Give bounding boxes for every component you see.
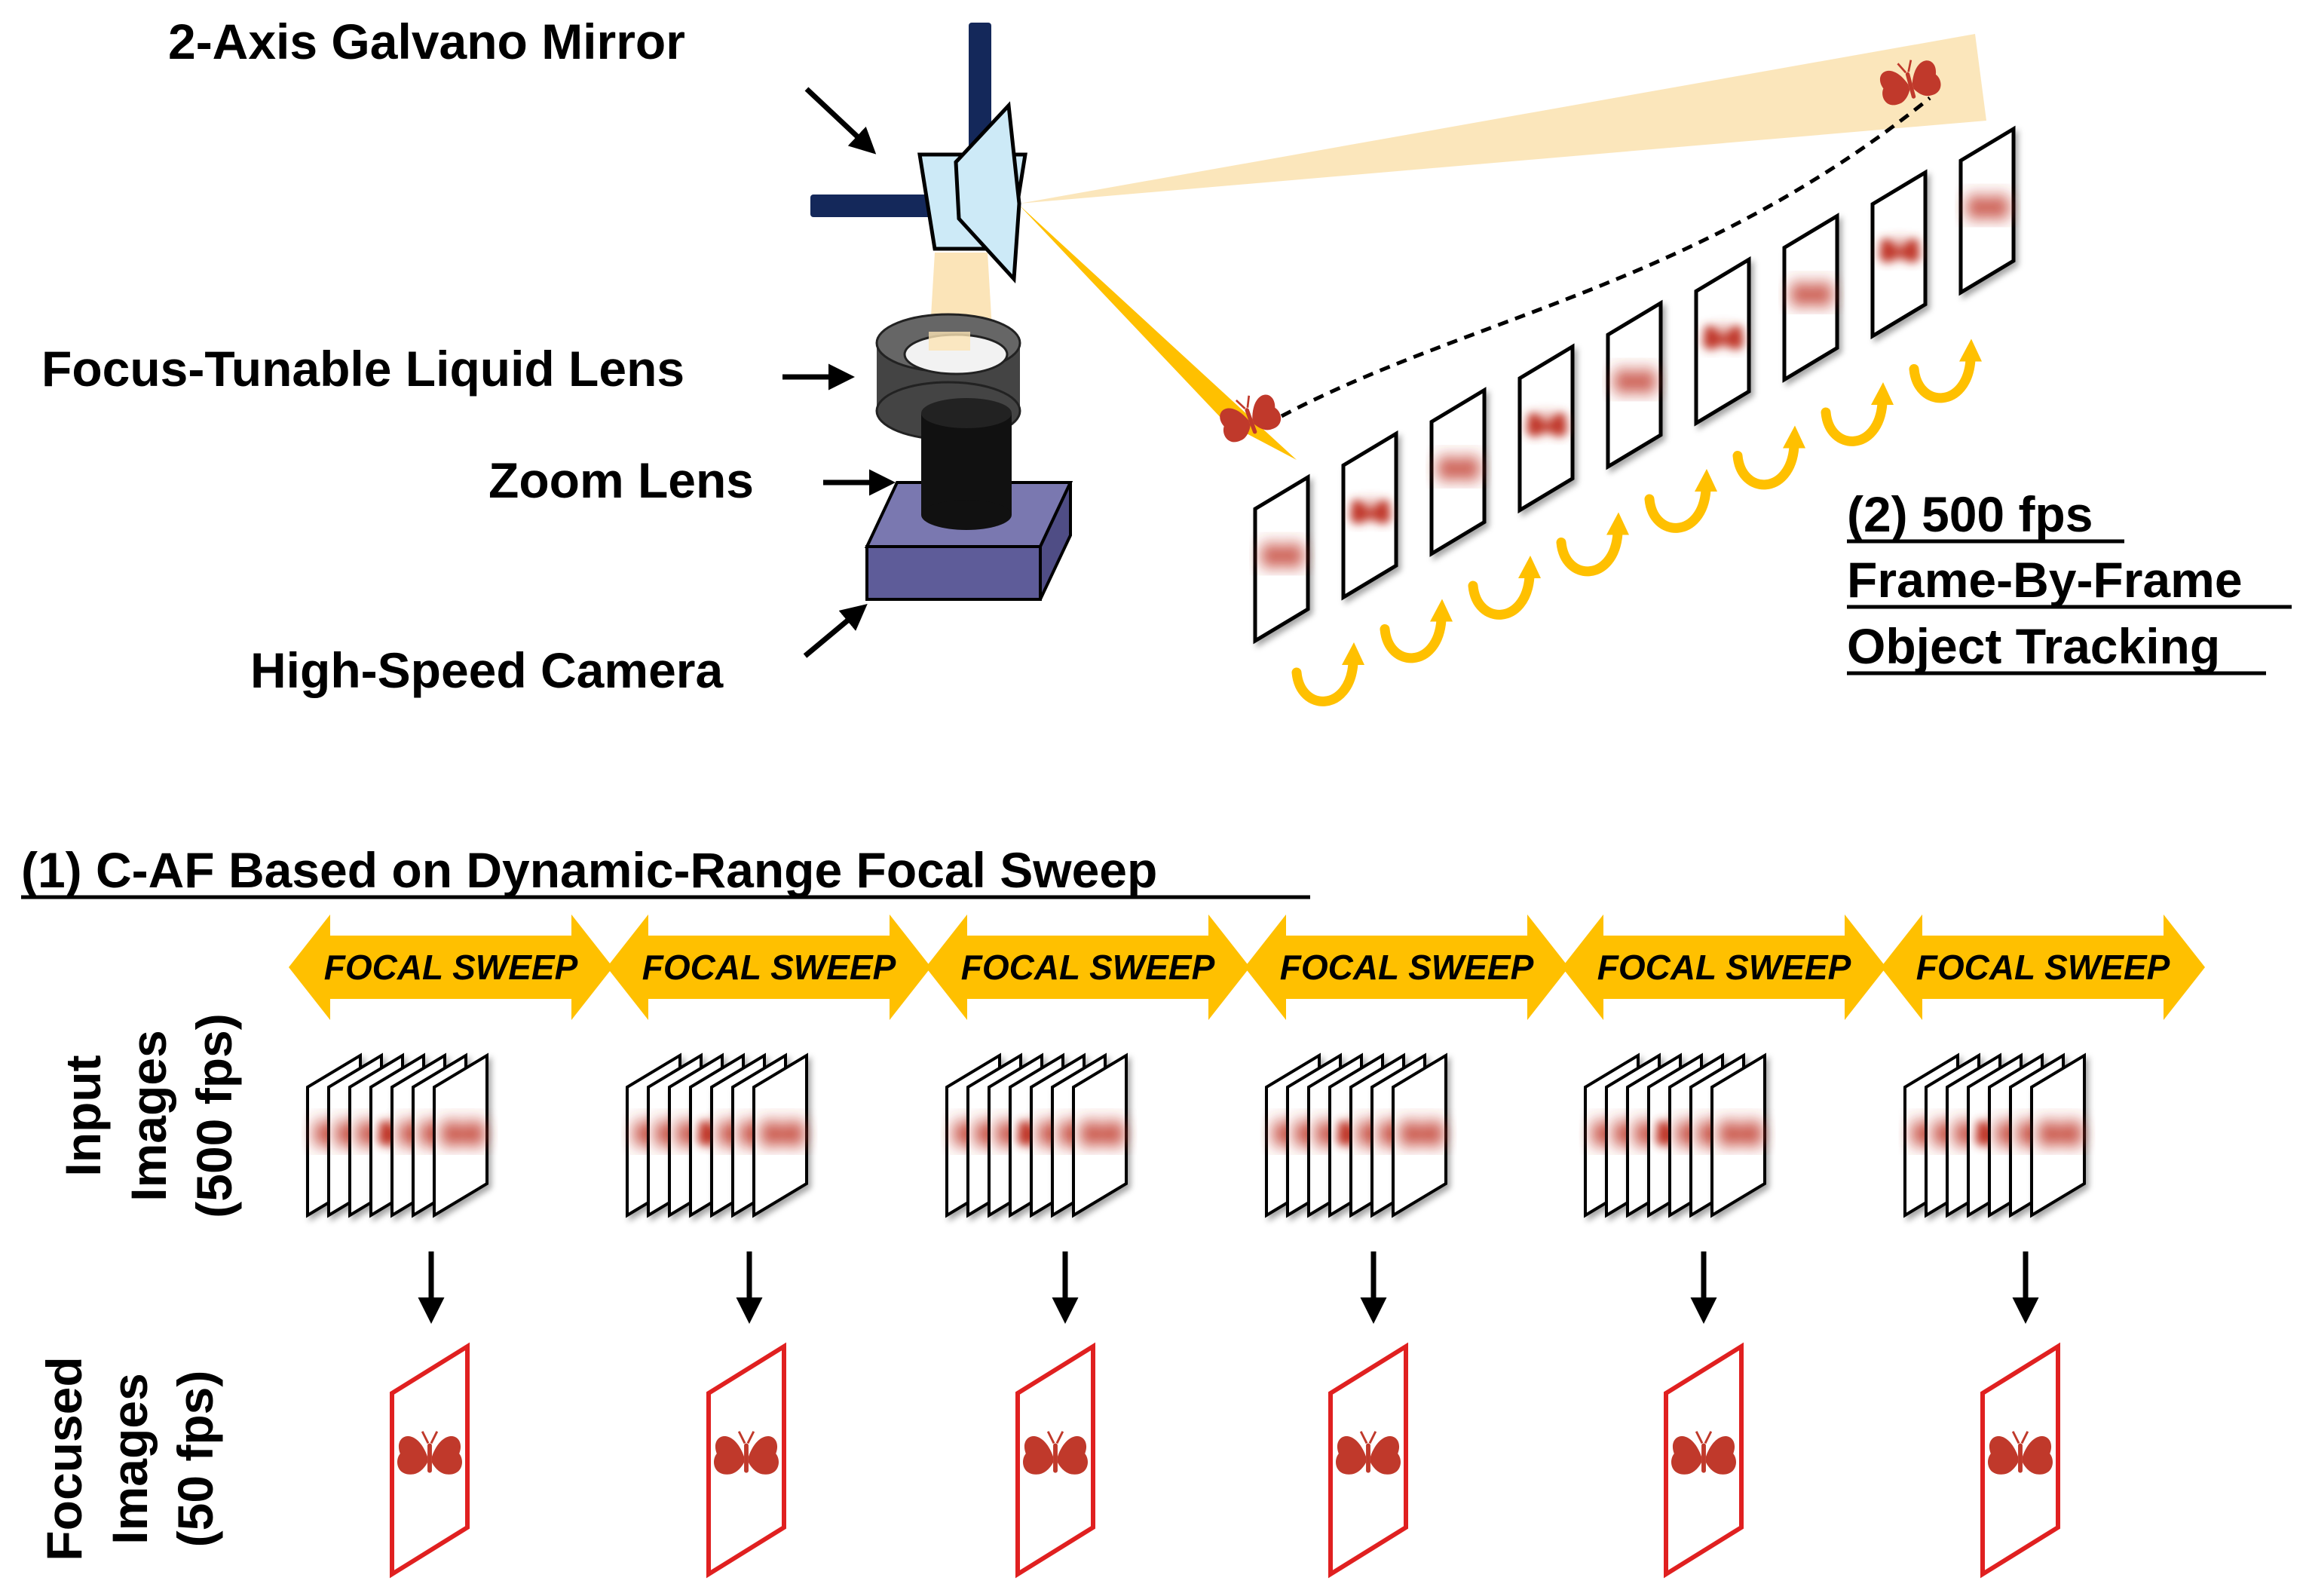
input-image-stack: [945, 1052, 1128, 1218]
tracking-frame: [1341, 430, 1398, 601]
input-label-line2: Images: [121, 1030, 176, 1201]
input-label-line1: Input: [55, 1055, 111, 1176]
focal-sweep-label: FOCAL SWEEP: [1280, 948, 1534, 987]
focal-sweep-arrow: FOCAL SWEEP: [1881, 914, 2205, 1020]
focused-image: [390, 1342, 470, 1579]
tracking-frame: [1517, 343, 1575, 514]
focal-sweep-arrow: FOCAL SWEEP: [289, 914, 613, 1020]
focused-image: [1980, 1342, 2060, 1579]
tracking-frame: [1870, 169, 1928, 340]
tracking-step-arrow: [1909, 338, 1982, 403]
caf-section: (1) C-AF Based on Dynamic-Range Focal Sw…: [21, 842, 2205, 1579]
tracking-frames: [1253, 125, 2016, 645]
focal-sweep-arrow: FOCAL SWEEP: [1245, 914, 1569, 1020]
input-label-line3: (500 fps): [186, 1013, 242, 1218]
input-image-stack: [306, 1052, 488, 1218]
camera-label: High-Speed Camera: [250, 642, 724, 698]
input-image-stacks: [306, 1052, 2086, 1218]
optical-setup: 2-Axis Galvano Mirror Focus-Tunable Liqu…: [41, 14, 1986, 698]
focused-image: [1328, 1342, 1408, 1579]
down-arrows: [418, 1251, 2039, 1324]
beam-to-target: [1019, 34, 1986, 204]
input-frame: [1392, 1052, 1447, 1218]
focused-label-line1: Focused: [36, 1356, 92, 1561]
focused-image: [706, 1342, 786, 1579]
tracking-step-arrow: [1644, 469, 1717, 533]
tracking-step-arrow: [1380, 599, 1453, 663]
tracking-step-arrow: [1732, 425, 1805, 490]
tracking-frame: [1694, 256, 1751, 427]
focused-images-label: Focused Images (50 fps): [36, 1356, 223, 1561]
tracking-frame: [1782, 213, 1839, 383]
focal-sweep-label: FOCAL SWEEP: [1597, 948, 1851, 987]
tracking-step-arrow: [1821, 382, 1894, 446]
tracking-frame: [1606, 299, 1663, 470]
input-frame: [1710, 1052, 1766, 1218]
input-frame: [2030, 1052, 2086, 1218]
input-frame: [1072, 1052, 1128, 1218]
galvano-arrow: [804, 87, 877, 155]
focal-sweep-label: FOCAL SWEEP: [642, 948, 896, 987]
input-images-label: Input Images (500 fps): [55, 1013, 242, 1218]
zoom-lens-label: Zoom Lens: [488, 452, 754, 508]
focal-sweep-arrow: FOCAL SWEEP: [607, 914, 931, 1020]
zoom-lens-icon: [921, 398, 1012, 530]
input-frame: [433, 1052, 488, 1218]
tracking-step-arrow: [1468, 556, 1541, 620]
input-image-stack: [626, 1052, 808, 1218]
focused-label-line3: (50 fps): [167, 1371, 223, 1548]
input-frame: [752, 1052, 808, 1218]
focal-sweep-arrow: FOCAL SWEEP: [926, 914, 1250, 1020]
focal-sweep-label: FOCAL SWEEP: [961, 948, 1215, 987]
focal-sweep-arrow: FOCAL SWEEP: [1562, 914, 1886, 1020]
camera-arrow: [803, 604, 868, 658]
galvano-mirror-icon: [810, 23, 1027, 283]
focal-sweep-label: FOCAL SWEEP: [324, 948, 578, 987]
input-image-stack: [1903, 1052, 2086, 1218]
tracking-section: (2) 500 fps Frame-By-Frame Object Tracki…: [1213, 53, 2292, 706]
focal-sweep-label: FOCAL SWEEP: [1916, 948, 2170, 987]
tracking-arrows: [1291, 338, 1982, 706]
tracking-label-line2: Frame-By-Frame: [1847, 552, 2243, 608]
focused-label-line2: Images: [102, 1373, 158, 1544]
input-image-stack: [1584, 1052, 1766, 1218]
liquid-lens-label: Focus-Tunable Liquid Lens: [41, 341, 684, 397]
galvano-label: 2-Axis Galvano Mirror: [168, 14, 685, 69]
focused-image: [1664, 1342, 1744, 1579]
focal-sweep-row: FOCAL SWEEP FOCAL SWEEP FOCAL SWEEP FOCAL S…: [289, 914, 2205, 1020]
tracking-frame: [1958, 125, 2016, 296]
focused-images: [390, 1342, 2060, 1579]
trajectory-path: [1280, 96, 1931, 418]
tracking-step-arrow: [1291, 642, 1364, 706]
tracking-frame: [1429, 387, 1487, 557]
tracking-label-line3: Object Tracking: [1847, 618, 2220, 674]
tracking-label-line1: (2) 500 fps: [1847, 486, 2093, 542]
tracking-frame: [1253, 473, 1310, 645]
beam-tracking: [1019, 205, 1297, 460]
tracking-step-arrow: [1556, 512, 1629, 577]
input-image-stack: [1265, 1052, 1447, 1218]
focused-image: [1015, 1342, 1095, 1579]
caf-title: (1) C-AF Based on Dynamic-Range Focal Sw…: [21, 842, 1157, 898]
